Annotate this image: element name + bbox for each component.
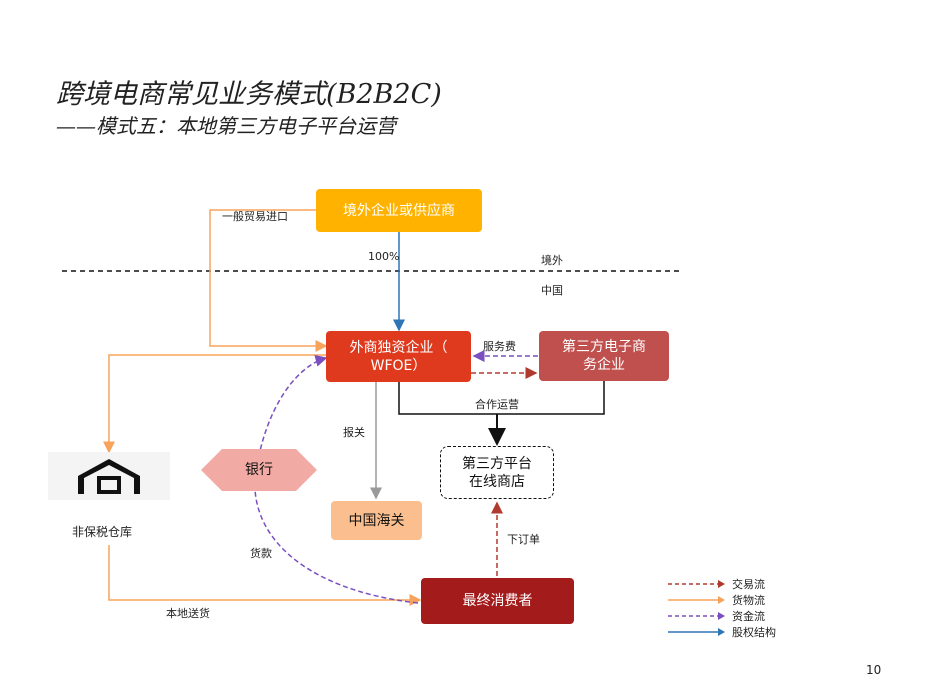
store-label-line2: 在线商店 — [469, 473, 525, 490]
service-fee-label: 服务费 — [483, 340, 516, 353]
warehouse-icon — [48, 452, 170, 500]
legend-label: 资金流 — [732, 610, 765, 623]
legend-label: 交易流 — [732, 578, 765, 591]
consumer-label: 最终消费者 — [462, 593, 533, 609]
page-number: 10 — [866, 663, 882, 677]
store-label-line1: 第三方平台 — [462, 455, 532, 472]
hundred-percent-label: 100% — [368, 250, 400, 263]
online-store-node: 第三方平台 在线商店 — [440, 446, 554, 499]
local-delivery-label: 本地送货 — [166, 607, 210, 620]
legend-item-transaction: 交易流 — [668, 576, 765, 592]
warehouse-flow — [103, 354, 326, 454]
wfoe-label-line2: WFOE） — [370, 357, 427, 374]
legend-swatch-goods — [668, 596, 725, 604]
legend-label: 股权结构 — [732, 626, 776, 639]
legend-item-funds: 资金流 — [668, 608, 765, 624]
legend-item-goods: 货物流 — [668, 592, 765, 608]
bank-shape — [201, 449, 317, 491]
customs-node: 中国海关 — [331, 501, 422, 540]
import-flow — [209, 209, 328, 352]
wfoe-node: 外商独资企业（ WFOE） — [326, 331, 471, 382]
ecommerce-node: 第三方电子商 务企业 — [539, 331, 669, 381]
page-subtitle: ——模式五：本地第三方电子平台运营 — [56, 114, 396, 138]
customs-label: 中国海关 — [348, 512, 405, 529]
supplier-label: 境外企业或供应商 — [343, 202, 455, 219]
cooperation-bracket — [398, 381, 605, 415]
page-title: 跨境电商常见业务模式(B2B2C) — [56, 79, 442, 110]
ecommerce-label-line1: 第三方电子商 — [562, 339, 646, 355]
payment-label: 货款 — [250, 547, 272, 560]
legend-swatch-transaction — [668, 580, 725, 588]
warehouse-label: 非保税仓库 — [72, 525, 133, 539]
order-label: 下订单 — [507, 533, 540, 546]
cooperation-label: 合作运营 — [475, 398, 519, 411]
legend-label: 货物流 — [732, 594, 765, 607]
legend-swatch-funds — [668, 612, 725, 620]
bank-node: 银行 — [222, 449, 296, 491]
legend-item-equity: 股权结构 — [668, 624, 776, 640]
declare-label: 报关 — [343, 426, 365, 439]
supplier-node: 境外企业或供应商 — [316, 189, 482, 232]
china-label: 中国 — [541, 284, 563, 297]
wfoe-label-line1: 外商独资企业（ — [349, 339, 448, 356]
local-delivery-flow — [108, 545, 422, 606]
consumer-node: 最终消费者 — [421, 578, 574, 624]
general-import-label: 一般贸易进口 — [222, 210, 288, 223]
legend-swatch-equity — [668, 628, 725, 636]
bank-label: 银行 — [245, 462, 273, 478]
ecommerce-label-line2: 务企业 — [583, 357, 625, 373]
abroad-label: 境外 — [541, 254, 563, 267]
